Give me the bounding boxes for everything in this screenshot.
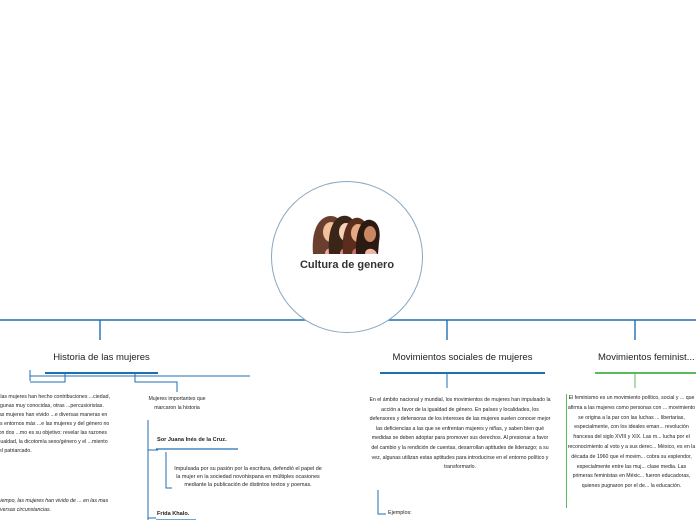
topic-movimientos-feministas[interactable]: Movimientos feminist... xyxy=(598,352,695,363)
topic-movimientos-sociales[interactable]: Movimientos sociales de mujeres xyxy=(392,352,533,363)
mujeres-importantes-node[interactable]: Mujeres importantes que marcaron la hist… xyxy=(148,396,206,411)
historia-quote-text[interactable]: ...iempo, las mujeres han vivido de ... … xyxy=(0,498,109,513)
ejemplos-node[interactable]: Ejemplos: xyxy=(388,510,412,516)
movimientos-sociales-description[interactable]: En el ámbito nacional y mundial, los mov… xyxy=(369,397,551,471)
root-node[interactable] xyxy=(271,181,423,333)
women-illustration xyxy=(309,210,385,254)
frida-node[interactable]: Frida Khalo. xyxy=(157,511,190,517)
topic-historia-mujeres[interactable]: Historia de las mujeres xyxy=(53,352,150,363)
root-title[interactable]: Cultura de genero xyxy=(299,259,395,271)
historia-intro-text[interactable]: ...las mujeres han hecho contribuciones … xyxy=(0,394,110,454)
feministas-description[interactable]: El feminismo es un movimiento político, … xyxy=(566,394,696,508)
sor-juana-description[interactable]: Impulsada por su pasión por la escritura… xyxy=(174,466,322,488)
sor-juana-node[interactable]: Sor Juana Inés de la Cruz. xyxy=(157,437,227,443)
